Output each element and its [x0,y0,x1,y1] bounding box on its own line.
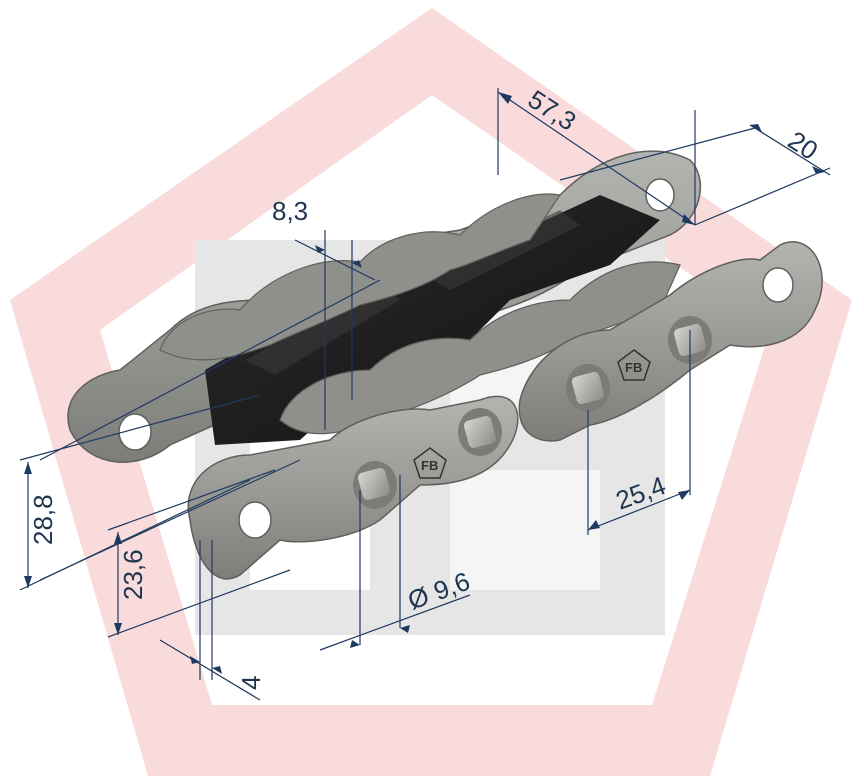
pin [458,408,502,456]
dim-width: 20 [783,125,824,166]
dim-plate-thickness: 4 [236,676,266,690]
dimension-arrows [24,92,825,674]
dim-plate-height-outer: 28,8 [28,494,58,545]
svg-text:FB: FB [625,360,642,375]
plate-logo: FB [413,447,447,479]
dimension-lines [19,88,831,701]
plate-logo: FB [617,349,651,381]
dim-attachment-width: 8,3 [272,196,308,226]
pin [353,461,397,509]
dim-plate-height-inner: 23,6 [118,549,148,600]
svg-text:FB: FB [421,458,438,473]
pin [566,364,610,412]
